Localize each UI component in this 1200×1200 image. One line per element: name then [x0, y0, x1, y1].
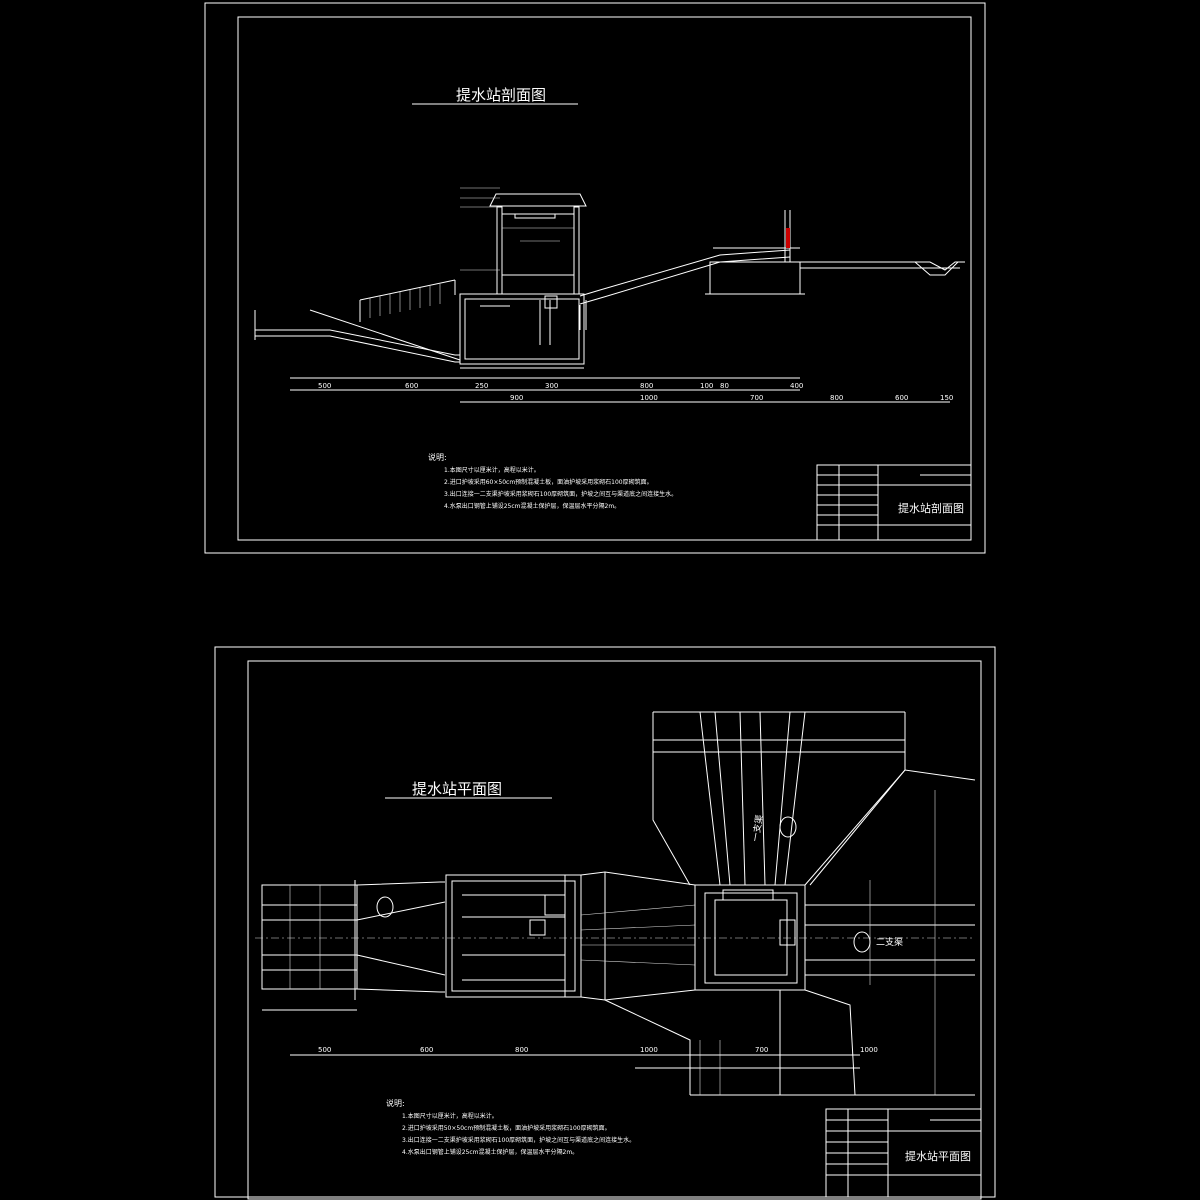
note-line: 4.水泵出口钢管上铺设25cm混凝土保护层，保温层水平分隔2m。	[402, 1148, 578, 1156]
dimension-text-row1: 500 600 250 300 800 100 80 400	[318, 382, 803, 390]
notes-heading: 说明:	[428, 452, 447, 462]
dim-label: 500	[318, 1046, 331, 1054]
outlet-transition	[580, 871, 696, 1001]
branch-canal-one: 一支渠	[652, 711, 906, 886]
pump-house-plan	[445, 874, 582, 998]
titleblock-name: 提水站平面图	[905, 1149, 971, 1163]
dim-label: 800	[515, 1046, 528, 1054]
dimension-lines	[290, 377, 950, 403]
dim-label: 100	[700, 382, 713, 390]
dim-label: 300	[545, 382, 558, 390]
dim-label: 1000	[640, 394, 658, 402]
dim-label: 700	[755, 1046, 768, 1054]
dim-label: 1000	[640, 1046, 658, 1054]
note-line: 3.出口连接一二支渠护坡采用浆砌石100厚砌筑面，护坡之间互与渠道底之间连接生水…	[402, 1136, 635, 1144]
dim-label: 80	[720, 382, 729, 390]
pump-pit	[459, 293, 585, 369]
dim-label: 800	[640, 382, 653, 390]
note-line: 1.本图尺寸以厘米计，高程以米计。	[444, 466, 540, 474]
sheet-section-drawing: 提水站剖面图	[204, 2, 986, 554]
branch-canal-two: 二支渠	[804, 769, 976, 1096]
sheet-plan-drawing: 提水站平面图	[214, 646, 996, 1200]
dim-label: 900	[510, 394, 523, 402]
note-line: 1.本图尺寸以厘米计，高程以米计。	[402, 1112, 498, 1120]
note-line: 2.进口护坡采用50×50cm预制混凝土板，面油护坡采用浆砌石100厚砌筑面。	[402, 1124, 611, 1132]
outer-frame	[204, 2, 986, 554]
sheet-title: 提水站剖面图	[456, 86, 546, 104]
note-line: 4.水泵出口钢管上铺设25cm混凝土保护层，保温层水平分隔2m。	[444, 502, 620, 510]
note-line: 3.出口连接一二支渠护坡采用浆砌石100厚砌筑面，护坡之间互与渠道底之间连接生水…	[444, 490, 677, 498]
notes-block: 说明: 1.本图尺寸以厘米计，高程以米计。 2.进口护坡采用50×50cm预制混…	[386, 1098, 635, 1156]
dimension-text-row: 500 600 800 1000 700 1000	[318, 1046, 878, 1054]
dim-label: 1000	[860, 1046, 878, 1054]
dim-label: 600	[420, 1046, 433, 1054]
inner-frame	[237, 16, 972, 541]
note-line: 2.进口护坡采用60×50cm预制混凝土板，面油护坡采用浆砌石100厚砌筑面。	[444, 478, 653, 486]
inlet-slope	[254, 279, 461, 363]
notes-block: 说明: 1.本图尺寸以厘米计，高程以米计。 2.进口护坡采用60×50cm预制混…	[428, 452, 677, 510]
title-block: 提水站剖面图	[816, 464, 972, 541]
label-branch-two: 二支渠	[876, 936, 903, 948]
outlet-basin-plan	[694, 884, 806, 991]
pump-house	[460, 187, 587, 295]
inner-frame	[247, 660, 982, 1200]
outlet-pipe	[579, 249, 791, 330]
dim-label: 800	[830, 394, 843, 402]
dim-label: 150	[940, 394, 953, 402]
titleblock-name: 提水站剖面图	[898, 501, 964, 515]
dim-label: 600	[895, 394, 908, 402]
dimension-text-row2: 900 1000 700 800 600 150	[510, 394, 953, 402]
outer-frame	[214, 646, 996, 1198]
dimension-lines	[290, 1054, 860, 1069]
dim-label: 500	[318, 382, 331, 390]
dim-label: 700	[750, 394, 763, 402]
south-apron	[604, 990, 855, 1096]
dim-label: 250	[475, 382, 488, 390]
inlet-channel	[261, 880, 446, 1011]
dim-label: 600	[405, 382, 418, 390]
outlet-basin	[705, 210, 965, 295]
notes-heading: 说明:	[386, 1098, 405, 1108]
sheet-title: 提水站平面图	[412, 780, 502, 798]
title-block: 提水站平面图	[825, 1108, 982, 1198]
dim-label: 400	[790, 382, 803, 390]
